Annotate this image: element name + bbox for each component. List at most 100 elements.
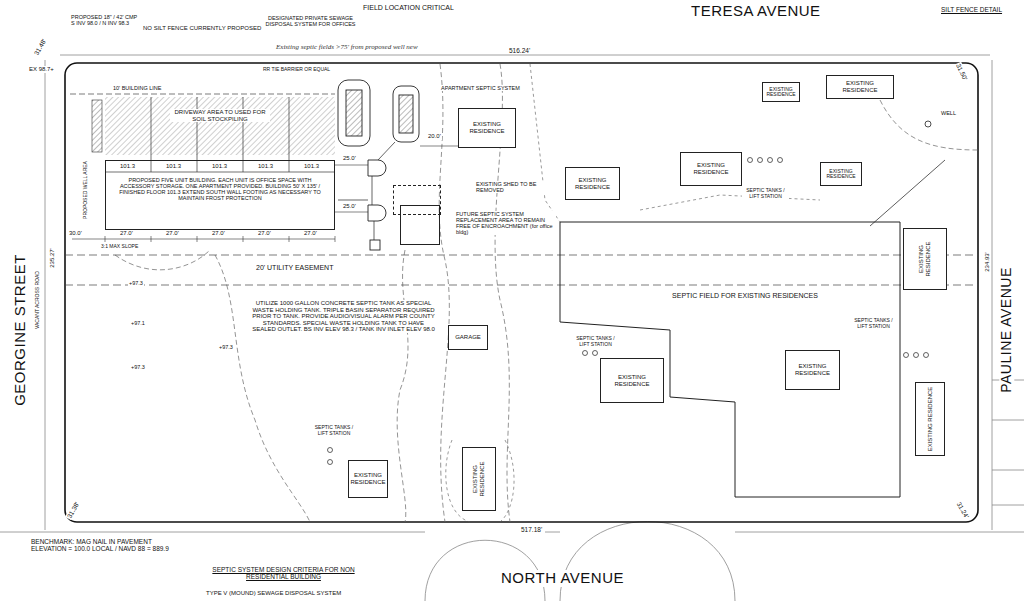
residence-box: EXISTING RESIDENCE bbox=[462, 447, 496, 511]
node-label: EXISTING RESIDENCE bbox=[681, 162, 741, 175]
dimension-label: 31.48' bbox=[32, 37, 48, 57]
label-frame: EXISTING RESIDENCE bbox=[601, 359, 663, 402]
floor-elevation: 101.3 bbox=[303, 163, 320, 170]
dimension-label: 31.38' bbox=[65, 500, 81, 520]
residence-box: EXISTING RESIDENCE bbox=[458, 108, 516, 148]
note-text: DESIGNATED PRIVATE SEWAGE DISPOSAL SYSTE… bbox=[262, 15, 359, 27]
driveway-hatch bbox=[105, 97, 335, 155]
dimension-label: 234.93' bbox=[984, 251, 991, 273]
node-label: GARAGE bbox=[454, 334, 482, 341]
system-label: APARTMENT SEPTIC SYSTEM bbox=[440, 85, 521, 91]
building-outline: PROPOSED FIVE UNIT BUILDING. EACH UNIT I… bbox=[105, 160, 335, 230]
dimension-label: 27.0' bbox=[119, 230, 134, 237]
label-frame: GARAGE bbox=[449, 326, 487, 349]
dimension-label: 517.18' bbox=[520, 526, 543, 533]
node-label: EXISTING RESIDENCE bbox=[763, 87, 799, 98]
dimension-label: 235.27' bbox=[49, 247, 56, 269]
slope-label: 3:1 MAX SLOPE bbox=[100, 244, 139, 250]
dimension-label: 25.0' bbox=[342, 203, 357, 210]
node-label: EXISTING SHED TO BE REMOVED bbox=[476, 181, 556, 193]
spot-elevation: +97.3 bbox=[130, 364, 146, 370]
residence-box: EXISTING RESIDENCE bbox=[348, 460, 388, 498]
label-frame: EXISTING RESIDENCE bbox=[821, 163, 861, 185]
label-frame: EXISTING RESIDENCE bbox=[827, 76, 893, 98]
node-label: EXISTING RESIDENCE bbox=[459, 121, 515, 134]
building-line bbox=[70, 94, 335, 95]
lot-line bbox=[446, 64, 820, 522]
note-text: NO SILT FENCE CURRENTLY PROPOSED bbox=[142, 25, 262, 32]
node-label: EXISTING RESIDENCE bbox=[472, 448, 485, 510]
residence-box: EXISTING RESIDENCE bbox=[903, 228, 947, 290]
reserve-area: FUTURE SEPTIC SYSTEM REPLACEMENT AREA TO… bbox=[400, 205, 440, 245]
spot-elevation: +97.3 bbox=[128, 280, 144, 286]
septic-mound bbox=[338, 80, 419, 146]
dimension-label: 27.0' bbox=[257, 230, 272, 237]
node-label: EXISTING RESIDENCE bbox=[349, 472, 387, 485]
dimension-label: 516.24' bbox=[508, 47, 531, 54]
node-label: EXISTING RESIDENCE bbox=[927, 386, 934, 453]
lift-station-label: SEPTIC TANKS / LIFT STATION bbox=[850, 318, 897, 329]
tank-note: UTILIZE 1000 GALLON CONCRETE SEPTIC TANK… bbox=[250, 300, 437, 333]
note-text: FIELD LOCATION CRITICAL bbox=[362, 4, 455, 12]
benchmark-note: BENCHMARK: MAG NAIL IN PAVEMENT ELEVATIO… bbox=[30, 538, 182, 552]
floor-elevation: 101.3 bbox=[257, 163, 274, 170]
lift-station-label: SEPTIC TANKS / LIFT STATION bbox=[742, 188, 789, 199]
well-label: WELL bbox=[940, 110, 957, 116]
spot-elevation: +97.3 bbox=[218, 344, 234, 350]
label-frame: EXISTING RESIDENCE bbox=[459, 109, 515, 147]
note-text: VACANT ACROSS ROAD bbox=[35, 270, 41, 330]
note-text: RR TIE BARRIER OR EQUAL bbox=[262, 67, 331, 73]
section-heading: SEPTIC SYSTEM DESIGN CRITERIA FOR NON RE… bbox=[200, 566, 367, 580]
street-name: PAULINE AVENUE bbox=[999, 266, 1014, 394]
label-frame: EXISTING RESIDENCE bbox=[904, 229, 946, 289]
septic-tank bbox=[368, 160, 386, 250]
dimension-label: 31.50' bbox=[955, 62, 970, 83]
street-name: GEORGINE STREET bbox=[12, 253, 29, 407]
node-label: EXISTING RESIDENCE bbox=[821, 169, 861, 180]
dimension-label: 27.0' bbox=[165, 230, 180, 237]
well-symbol bbox=[925, 121, 931, 127]
detail-reference: SILT FENCE DETAIL bbox=[940, 6, 1003, 13]
driveway-area: DRIVEWAY AREA TO USED FOR SOIL STOCKPILI… bbox=[105, 97, 335, 155]
property-line bbox=[65, 63, 978, 522]
residence-box: EXISTING RESIDENCE bbox=[785, 350, 840, 390]
dimension-label: 25.0' bbox=[342, 155, 357, 162]
dimension-label: 20.0' bbox=[427, 133, 442, 140]
node-label: PROPOSED FIVE UNIT BUILDING. EACH UNIT I… bbox=[112, 177, 328, 201]
handwritten-note: Existing septic fields >75' from propose… bbox=[275, 44, 419, 52]
floor-elevation: 101.3 bbox=[211, 163, 228, 170]
residence-box: EXISTING RESIDENCE bbox=[826, 75, 894, 99]
node-label: EXISTING RESIDENCE bbox=[827, 80, 893, 93]
floor-elevation: 101.3 bbox=[119, 163, 136, 170]
label-frame: EXISTING RESIDENCE bbox=[463, 448, 495, 510]
garage-box: GARAGE bbox=[448, 325, 488, 350]
node-label: SEPTIC FIELD FOR EXISTING RESIDENCES bbox=[670, 292, 820, 300]
node-label: FUTURE SEPTIC SYSTEM REPLACEMENT AREA TO… bbox=[456, 211, 556, 235]
dimension-label: 31.24' bbox=[955, 500, 971, 520]
label-frame: EXISTING RESIDENCE bbox=[916, 383, 944, 455]
node-label: EXISTING RESIDENCE bbox=[918, 229, 931, 289]
lift-station-label: SEPTIC TANKS / LIFT STATION bbox=[312, 425, 356, 436]
node-label: EXISTING RESIDENCE bbox=[566, 177, 619, 190]
residence-box: EXISTING RESIDENCE bbox=[565, 167, 620, 200]
silt-fence bbox=[870, 160, 945, 226]
residence-box: EXISTING RESIDENCE bbox=[915, 382, 945, 456]
label-frame: EXISTING RESIDENCE bbox=[566, 168, 619, 199]
residence-box: EXISTING RESIDENCE bbox=[762, 82, 800, 102]
residence-box: EXISTING RESIDENCE bbox=[820, 162, 862, 186]
lift-station-label: SEPTIC TANKS / LIFT STATION bbox=[572, 336, 619, 347]
node-label: DRIVEWAY AREA TO USED FOR SOIL STOCKPILI… bbox=[170, 109, 270, 122]
easement-line bbox=[65, 255, 978, 285]
node-label: EXISTING RESIDENCE bbox=[786, 363, 839, 376]
dimension-label: 27.0' bbox=[211, 230, 226, 237]
road-edge bbox=[0, 55, 1024, 601]
spot-elevation: EX 98.7+ bbox=[28, 66, 55, 73]
dimension-label: 30.0' bbox=[68, 230, 83, 237]
street-name: NORTH AVENUE bbox=[500, 570, 625, 587]
area-label: PROPOSED WELL AREA bbox=[83, 160, 89, 220]
floor-elevation: 101.3 bbox=[165, 163, 182, 170]
residence-box: EXISTING RESIDENCE bbox=[600, 358, 664, 403]
residence-box: EXISTING RESIDENCE bbox=[680, 152, 742, 186]
node-label: EXISTING RESIDENCE bbox=[601, 374, 663, 387]
